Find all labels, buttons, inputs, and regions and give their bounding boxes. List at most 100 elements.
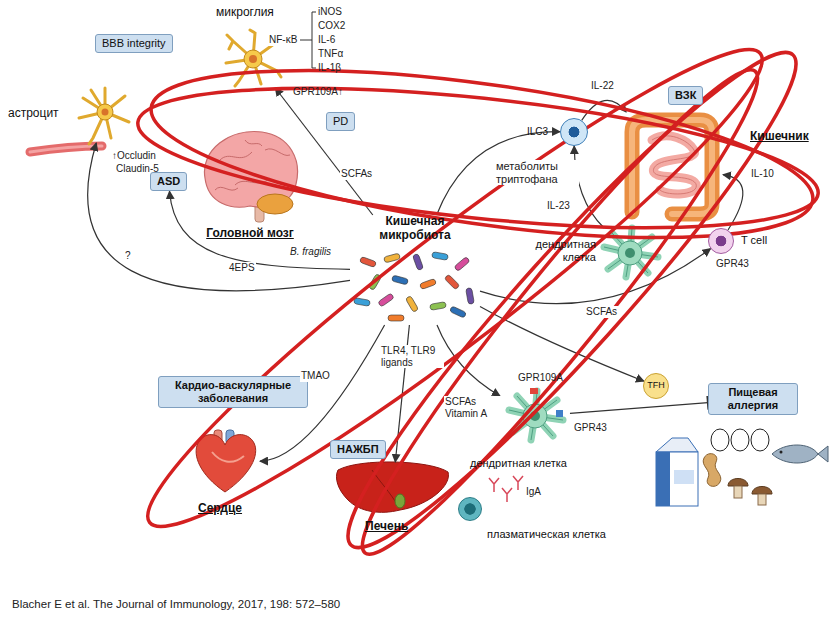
heart-illustration	[212, 452, 244, 462]
antibody-name: IgA	[526, 486, 541, 498]
receptor-name: GPR43	[574, 422, 607, 434]
gut-organ: Кишечник	[615, 112, 723, 222]
heart-illustration	[196, 435, 256, 492]
arrow-connector	[170, 191, 351, 269]
bacteria-illustration	[419, 278, 436, 289]
food-illustration	[818, 446, 828, 462]
vessel-illustration	[30, 146, 102, 152]
node-label: ILC3	[527, 126, 548, 138]
dendritic-cell: дендритная клетка	[500, 385, 570, 447]
dendritic-cell-illustration	[509, 391, 563, 440]
astrocyte-illustration	[79, 88, 129, 144]
edge-label: ?	[124, 250, 132, 262]
cytokine-bracket	[300, 12, 316, 68]
inhibition-connector	[570, 403, 708, 414]
dendritic-cell-illustration	[530, 388, 538, 394]
bacteria-illustration	[412, 253, 423, 270]
bacteria-illustration	[454, 257, 470, 272]
box-label: НАЖБП	[337, 443, 379, 456]
edge-label: SCFAs	[340, 168, 373, 180]
food-illustration	[656, 452, 698, 506]
protein-name: ↑Occludin	[112, 150, 156, 162]
dendritic-cell: дендритная клетка	[600, 228, 660, 278]
bacteria-illustration	[466, 288, 475, 305]
liver-organ: Печень	[335, 462, 450, 517]
plasma-cell: плазматическая клетка	[458, 497, 482, 521]
cytokine-name: IL-1β	[318, 62, 341, 74]
bacteria-illustration	[430, 302, 447, 311]
node-label: дендритная клетка	[470, 457, 567, 470]
food-illustration	[752, 487, 772, 495]
bacteria-illustration	[378, 293, 395, 307]
astrocyte-illustration	[97, 104, 113, 120]
receptor-name: GPR109A	[518, 372, 563, 384]
brain-illustration	[257, 194, 293, 214]
food-illustration	[758, 494, 766, 505]
food-illustration	[656, 438, 698, 452]
bacteria-illustration	[444, 274, 460, 290]
brain-organ: Головной мозг	[200, 128, 300, 223]
cytokine-name: IL-6	[318, 34, 335, 46]
edge-label: SCFAs Vitamin A	[444, 396, 504, 419]
box-label: Кардио-васкулярные заболевания	[165, 379, 301, 405]
vessel-illustration	[30, 146, 102, 152]
cytokine-name: COX2	[318, 20, 345, 32]
brain-illustration	[204, 132, 297, 222]
node-label: TFH	[644, 380, 668, 390]
red-annotation-ellipse	[116, 10, 794, 566]
signal-name: NF-κB	[268, 34, 298, 46]
food-illustration	[711, 429, 729, 451]
protein-name: Claudin-5	[116, 163, 159, 175]
ilc3-cell: ILC3	[560, 118, 588, 146]
bacteria-illustration	[388, 315, 404, 321]
node-label: T cell	[741, 234, 767, 247]
red-annotation-ellipse	[334, 46, 786, 578]
iga-antibody	[489, 478, 499, 492]
disease-box: Кардио-васкулярные заболевания	[158, 376, 308, 408]
box-label: Пищевая аллергия	[715, 386, 791, 412]
edge-label: метаболиты триптофана	[495, 160, 579, 185]
node-label: плазматическая клетка	[487, 528, 606, 541]
heart-illustration	[196, 430, 256, 492]
node-label: Кишечная микробиота	[350, 215, 480, 243]
vessel-illustration	[30, 146, 102, 152]
disease-box: ASD	[150, 172, 187, 191]
disease-box: Пищевая аллергия	[708, 383, 798, 415]
dendritic-cell-illustration	[556, 410, 563, 417]
bacteria-illustration	[405, 296, 418, 313]
iga-antibody	[489, 476, 523, 502]
bacteria-illustration	[359, 256, 376, 267]
disease-box: BBB integrity	[95, 34, 173, 53]
microglia-illustration	[244, 50, 262, 68]
liver-illustration	[395, 494, 405, 508]
node-label: микроглия	[216, 6, 274, 20]
box-label: BBB integrity	[102, 37, 166, 50]
disease-box: НАЖБП	[330, 440, 386, 459]
heart-organ: Сердце	[190, 428, 260, 496]
iga-antibody	[502, 488, 512, 502]
edge-label: TLR4, TLR9 ligands	[380, 345, 444, 368]
edge-label: IL-22	[590, 80, 615, 92]
bacteria-illustration	[391, 275, 408, 285]
edge-label: IL-10	[750, 168, 775, 180]
bacteria-illustration	[432, 252, 449, 261]
food-illustration	[674, 470, 694, 484]
food-illustration	[656, 452, 670, 506]
box-label: ВЗК	[675, 89, 696, 102]
microbiota-group: Кишечная микробиота	[350, 215, 480, 325]
astrocyte-cell: астроцит	[70, 85, 140, 143]
food-illustration	[656, 429, 828, 506]
food-illustration	[772, 445, 818, 463]
node-label: дендритная клетка	[512, 238, 596, 263]
box-label: PD	[333, 115, 348, 128]
red-annotation-ellipse	[142, 38, 823, 270]
node-label: Кишечник	[750, 130, 809, 144]
disease-box: ВЗК	[668, 86, 703, 105]
food-illustration	[751, 429, 769, 451]
cytokine-bracket	[300, 12, 316, 68]
gut-illustration	[652, 136, 696, 194]
receptor-name: GPR109A↑	[293, 86, 343, 98]
food-illustration	[734, 486, 742, 498]
